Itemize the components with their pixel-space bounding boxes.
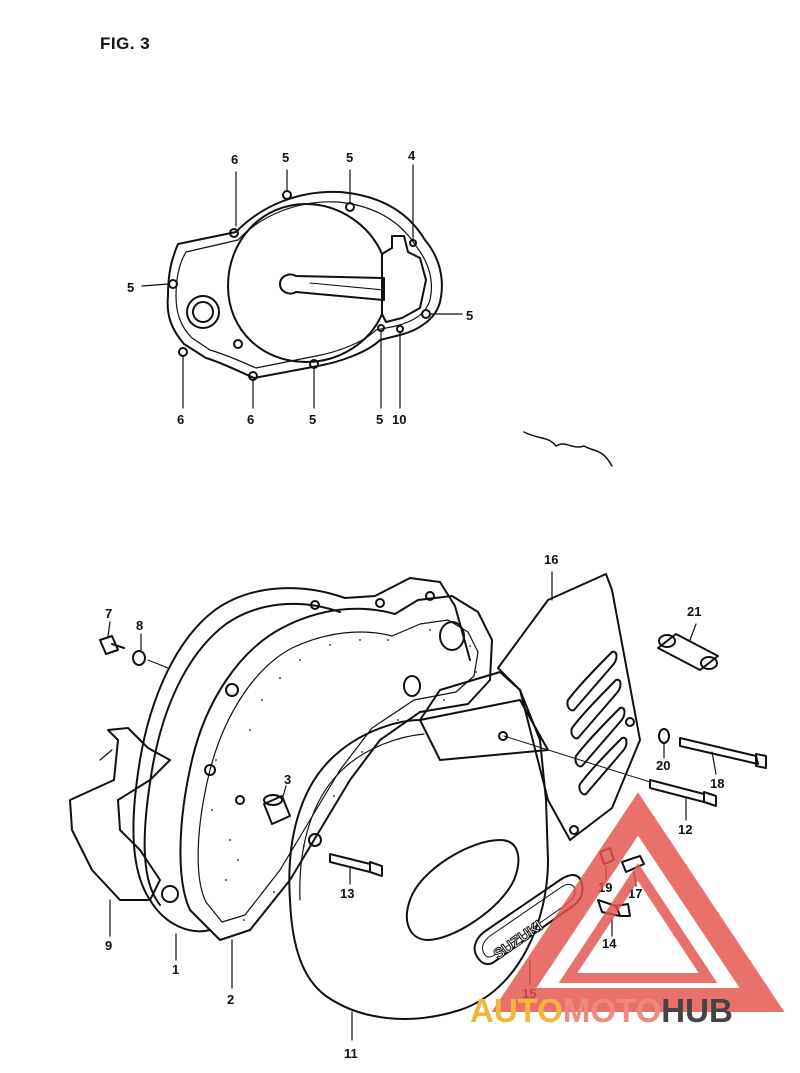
watermark-part-moto: MOTO [562, 992, 662, 1029]
callout-5-top-b: 5 [346, 150, 353, 165]
bolt-12 [503, 735, 717, 821]
bolt-18 [679, 737, 767, 775]
callout-18: 18 [710, 776, 724, 791]
callout-6-bottom-b: 6 [247, 412, 254, 427]
watermark-part-hub: HUB [661, 992, 733, 1029]
spacer-21 [657, 623, 719, 671]
callout-5-bottom-a: 5 [309, 412, 316, 427]
callout-9: 9 [105, 938, 112, 953]
magneto-cover [288, 671, 549, 1020]
callout-20: 20 [656, 758, 670, 773]
dowel-3 [263, 785, 291, 825]
screw-14 [597, 899, 631, 937]
callout-21: 21 [687, 604, 701, 619]
figure-title: FIG. 3 [100, 34, 151, 53]
callout-10: 10 [392, 412, 406, 427]
callout-16: 16 [544, 552, 558, 567]
washer-20 [658, 728, 670, 759]
callout-8: 8 [136, 618, 143, 633]
callout-12: 12 [678, 822, 692, 837]
crankcase-cover [132, 577, 471, 933]
callout-2: 2 [227, 992, 234, 1007]
callout-14: 14 [602, 936, 617, 951]
sprocket-cover [497, 573, 641, 841]
callout-11: 11 [344, 1046, 358, 1061]
crankcase-gasket [179, 595, 493, 941]
callout-1: 1 [172, 962, 179, 977]
callout-6-bottom-a: 6 [177, 412, 184, 427]
callout-3: 3 [284, 772, 291, 787]
watermark-text: AUTOMOTOHUB [470, 992, 733, 1030]
screw-13 [329, 853, 383, 885]
callout-13: 13 [340, 886, 354, 901]
watermark-part-auto: AUTO [470, 992, 563, 1029]
callout-5-left: 5 [127, 280, 134, 295]
callout-7: 7 [105, 606, 112, 621]
watermark-logo-triangle [491, 792, 785, 1012]
callout-5-top-a: 5 [282, 150, 289, 165]
callout-5-right: 5 [466, 308, 473, 323]
gasket-texture [211, 629, 477, 921]
callout-6-top: 6 [231, 152, 238, 167]
bolt-7 [99, 621, 125, 655]
clutch-cover-gasket [141, 164, 463, 409]
washer-8 [132, 633, 169, 669]
callout-5-bottom-b: 5 [376, 412, 383, 427]
chain-guard [69, 727, 171, 937]
cable-wire [523, 431, 613, 467]
callout-4: 4 [408, 148, 416, 163]
